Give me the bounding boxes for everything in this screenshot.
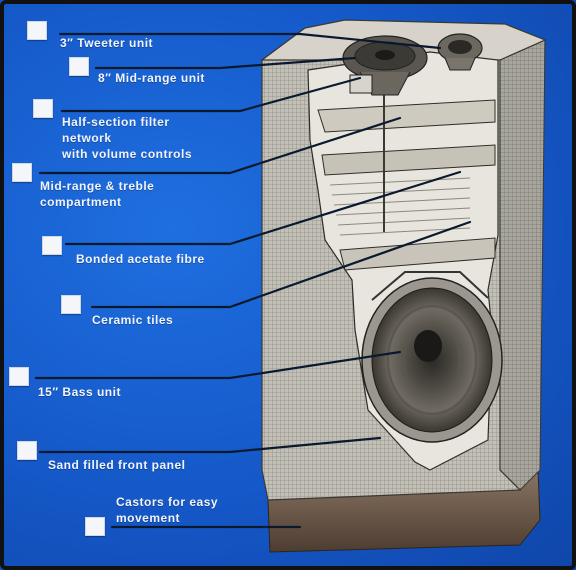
marker-tiles [61,295,81,314]
marker-castors [85,517,105,536]
leader-lines [34,32,472,529]
label-ceramic-tiles: Ceramic tiles [92,313,174,327]
marker-bass [9,367,29,386]
marker-midrange [69,57,89,76]
leader-midrange [94,56,357,70]
label-compartment: Mid-range & treble compartment [40,179,155,209]
marker-filter [33,99,53,118]
label-bass-unit: 15″ Bass unit [38,385,121,399]
label-castors: Castors for easy movement [116,495,219,525]
leader-compartment [38,116,402,175]
leader-filter [60,76,362,113]
label-acetate-fibre: Bonded acetate fibre [76,252,205,266]
cabinet-side-panel [499,39,546,491]
marker-fibre [42,236,62,255]
label-tweeter-unit: 3″ Tweeter unit [60,36,154,50]
marker-panel [17,441,37,460]
marker-tweeter [27,21,47,40]
marker-compartment [12,163,32,182]
label-midrange-unit: 8″ Mid-range unit [98,71,205,85]
leader-bass [34,350,402,380]
leader-tweeter [58,32,442,50]
leader-tiles [90,220,472,309]
leader-fibre [64,170,462,246]
leader-panel [38,436,382,454]
label-front-panel: Sand filled front panel [48,458,186,472]
label-filter-network: Half-section filter network with volume … [62,115,193,161]
